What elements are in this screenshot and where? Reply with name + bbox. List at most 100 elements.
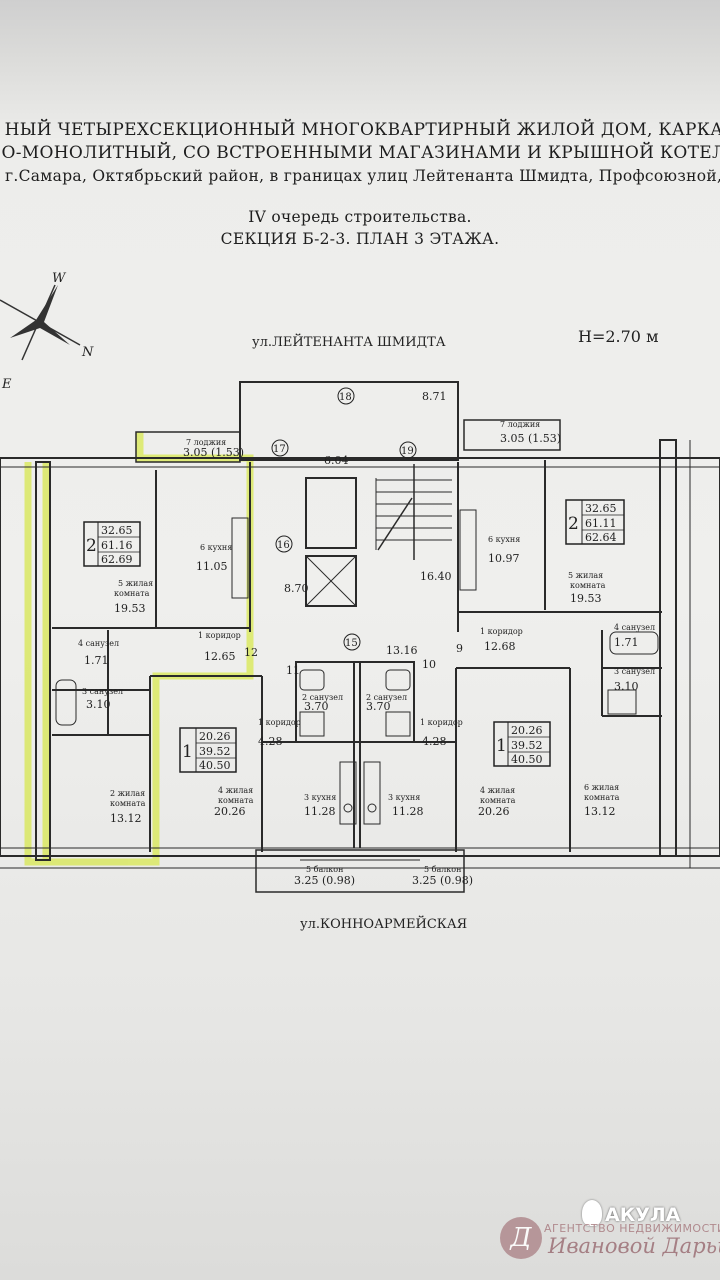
svg-text:6.04: 6.04 xyxy=(324,454,349,467)
room-c-kitchen-r: 3 кухня 11.28 xyxy=(388,793,424,818)
svg-text:4 жилая: 4 жилая xyxy=(480,786,515,795)
agency-logo: АКУЛА Д АГЕНТСТВО НЕДВИЖИМОСТИ Ивановой … xyxy=(500,1192,720,1267)
svg-text:13.12: 13.12 xyxy=(110,812,142,825)
svg-text:12.68: 12.68 xyxy=(484,640,516,653)
room-r-bath-a: 4 санузел 1.71 xyxy=(614,623,655,649)
common-areas: 18 8.71 17 6.04 19 16 8.70 16.40 15 13.1… xyxy=(244,387,463,677)
svg-text:11: 11 xyxy=(286,664,300,677)
svg-text:комната: комната xyxy=(218,796,254,805)
title-line-1: НЫЙ ЧЕТЫРЕХСЕКЦИОННЫЙ МНОГОКВАРТИРНЫЙ ЖИ… xyxy=(4,120,720,140)
room-r-loggia: 7 лоджия 3.05 (1.53) xyxy=(500,420,561,445)
room-l-living-a: 5 жилая комната 19.53 xyxy=(114,579,153,615)
svg-text:4 санузел: 4 санузел xyxy=(614,623,655,632)
room-labels: 7 лоджия 3.05 (1.53) 6 кухня 11.05 5 жил… xyxy=(78,420,655,887)
svg-text:10: 10 xyxy=(422,658,436,671)
room-c-balcony-r: 5 балкон 3.25 (0.98) xyxy=(412,865,473,887)
room-c-balcony-l: 5 балкон 3.25 (0.98) xyxy=(294,865,355,887)
svg-text:2 жилая: 2 жилая xyxy=(110,789,145,798)
svg-text:19: 19 xyxy=(401,446,414,457)
room-r-corridor: 1 коридор 12.68 xyxy=(480,627,523,653)
svg-text:39.52: 39.52 xyxy=(511,739,543,752)
svg-text:комната: комната xyxy=(584,793,620,802)
svg-text:17: 17 xyxy=(273,444,286,455)
svg-text:19.53: 19.53 xyxy=(114,602,146,615)
svg-text:32.65: 32.65 xyxy=(101,524,133,537)
shark-icon xyxy=(582,1200,602,1226)
room-c-corridor-r: 1 коридор 4.28 xyxy=(420,718,463,748)
svg-text:13.16: 13.16 xyxy=(386,644,418,657)
svg-text:3.70: 3.70 xyxy=(366,700,391,713)
room-c-kitchen-l: 3 кухня 11.28 xyxy=(304,793,336,818)
svg-text:3 санузел: 3 санузел xyxy=(614,667,655,676)
svg-text:3 кухня: 3 кухня xyxy=(304,793,336,802)
room-c-living-l: 4 жилая комната 20.26 xyxy=(214,786,254,818)
section-plan-title: СЕКЦИЯ Б-2-3. ПЛАН 3 ЭТАЖА. xyxy=(220,230,500,248)
svg-text:12: 12 xyxy=(244,646,258,659)
svg-text:20.26: 20.26 xyxy=(199,730,231,743)
room-c-bath-l: 2 санузел 3.70 xyxy=(302,693,343,713)
svg-text:4 санузел: 4 санузел xyxy=(78,639,119,648)
svg-text:20.26: 20.26 xyxy=(511,724,543,737)
walls xyxy=(0,381,720,893)
compass-n: N xyxy=(81,345,94,360)
street-bottom: ул.КОННОАРМЕЙСКАЯ xyxy=(300,915,467,932)
room-r-kitchen: 6 кухня 10.97 xyxy=(488,535,520,565)
street-top: ул.ЛЕЙТЕНАНТА ШМИДТА xyxy=(252,333,446,350)
apt-left-1room: 1 20.26 39.52 40.50 xyxy=(179,727,237,773)
compass-w: W xyxy=(52,271,67,286)
svg-text:6 кухня: 6 кухня xyxy=(200,543,232,552)
agency-emblem: Д xyxy=(500,1217,542,1259)
svg-text:40.50: 40.50 xyxy=(199,759,231,772)
svg-text:7 лоджия: 7 лоджия xyxy=(186,438,226,447)
svg-text:1: 1 xyxy=(496,736,507,756)
brand-name: АКУЛА xyxy=(605,1204,681,1226)
svg-text:20.26: 20.26 xyxy=(214,805,246,818)
room-l-bath-a: 4 санузел 1.71 xyxy=(78,639,119,667)
ceiling-height: H=2.70 м xyxy=(578,327,659,346)
svg-text:11.28: 11.28 xyxy=(304,805,336,818)
svg-text:8.71: 8.71 xyxy=(422,390,447,403)
room-l-kitchen: 6 кухня 11.05 xyxy=(196,543,232,573)
svg-text:1 коридор: 1 коридор xyxy=(258,718,301,727)
room-r-living-b: 6 жилая комната 13.12 xyxy=(584,783,620,818)
svg-text:9: 9 xyxy=(456,642,463,655)
svg-text:18: 18 xyxy=(339,392,352,403)
svg-text:10.97: 10.97 xyxy=(488,552,520,565)
svg-text:6 жилая: 6 жилая xyxy=(584,783,619,792)
apt-right-1room: 1 20.26 39.52 40.50 xyxy=(493,721,551,767)
svg-text:комната: комната xyxy=(110,799,146,808)
svg-text:2 санузел: 2 санузел xyxy=(366,693,407,702)
svg-text:1 коридор: 1 коридор xyxy=(198,631,241,640)
agency-name: Ивановой Дарьи xyxy=(548,1234,720,1258)
room-c-living-r: 4 жилая комната 20.26 xyxy=(478,786,516,818)
svg-text:5 жилая: 5 жилая xyxy=(118,579,153,588)
room-c-corridor-l: 1 коридор 4.28 xyxy=(258,718,301,748)
svg-text:5 жилая: 5 жилая xyxy=(568,571,603,580)
svg-text:7 лоджия: 7 лоджия xyxy=(500,420,540,429)
address-line: : г.Самара, Октябрьский район, в граница… xyxy=(0,167,720,185)
room-l-corridor: 1 коридор 12.65 xyxy=(198,631,241,663)
room-r-living-a: 5 жилая комната 19.53 xyxy=(568,571,606,605)
svg-text:комната: комната xyxy=(480,796,516,805)
svg-text:3.25 (0.98): 3.25 (0.98) xyxy=(294,874,355,887)
apt-right-2room: 2 32.65 61.11 62.64 xyxy=(565,499,625,545)
svg-text:4.28: 4.28 xyxy=(258,735,283,748)
svg-text:3 санузел: 3 санузел xyxy=(82,687,123,696)
svg-text:13.12: 13.12 xyxy=(584,805,616,818)
svg-text:20.26: 20.26 xyxy=(478,805,510,818)
svg-text:3.10: 3.10 xyxy=(614,680,639,693)
svg-text:61.16: 61.16 xyxy=(101,539,133,552)
construction-stage: IV очередь строительства. xyxy=(248,208,472,226)
svg-text:16.40: 16.40 xyxy=(420,570,452,583)
svg-text:8.70: 8.70 xyxy=(284,582,309,595)
svg-text:11.05: 11.05 xyxy=(196,560,228,573)
svg-text:11.28: 11.28 xyxy=(392,805,424,818)
svg-text:15: 15 xyxy=(345,638,358,649)
svg-text:40.50: 40.50 xyxy=(511,753,543,766)
svg-text:комната: комната xyxy=(570,581,606,590)
svg-text:1.71: 1.71 xyxy=(84,654,109,667)
svg-text:61.11: 61.11 xyxy=(585,517,617,530)
svg-text:39.52: 39.52 xyxy=(199,745,231,758)
svg-text:12.65: 12.65 xyxy=(204,650,236,663)
